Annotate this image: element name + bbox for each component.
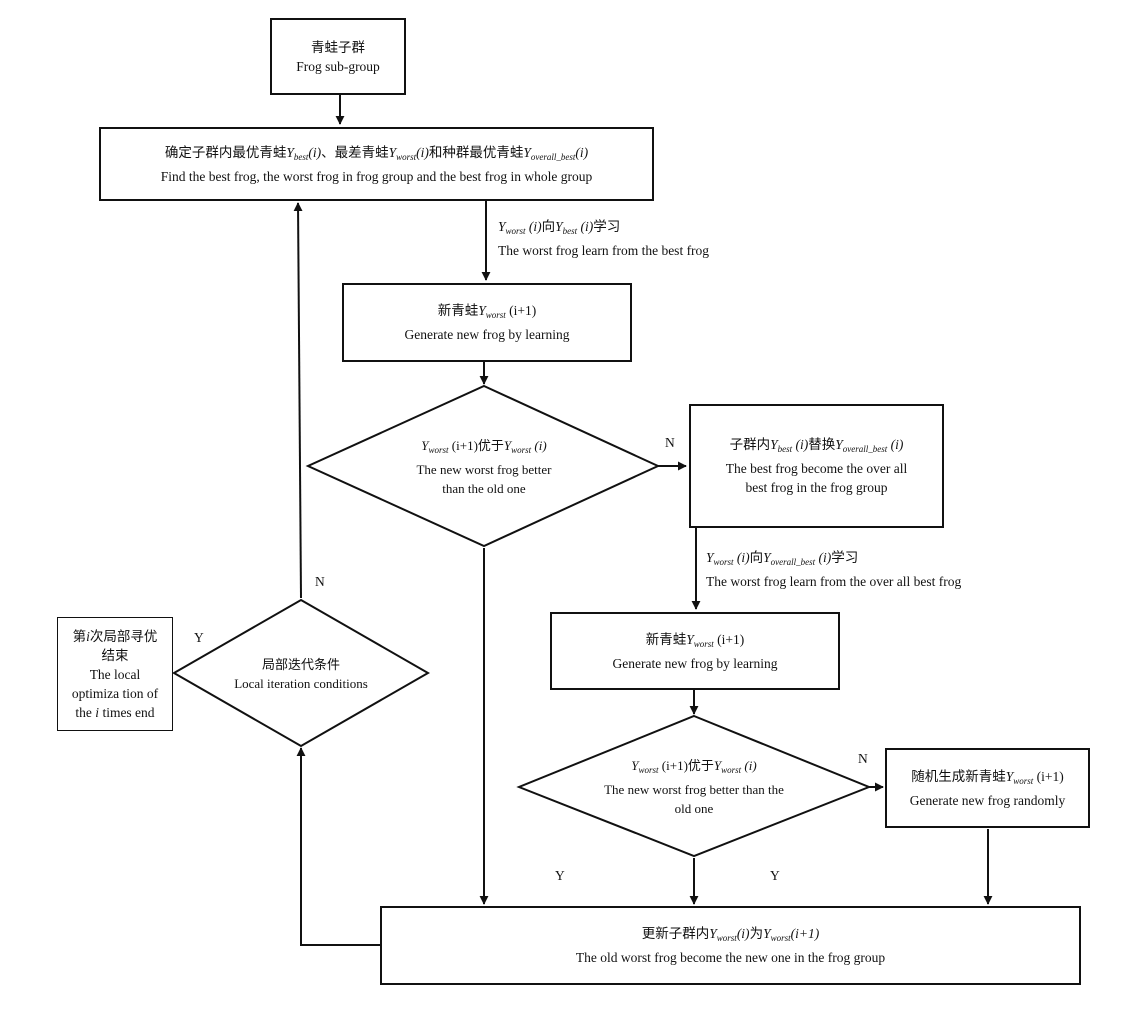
learn-overall-zh: Yworst (i)向Yoverall_best (i)学习 — [706, 550, 859, 567]
local-end-en-2: optimiza tion of — [71, 685, 159, 701]
decision-2-en-2: old one — [674, 801, 714, 816]
update-subgroup-box: 更新子群内Yworst(i)为Yworst(i+1) The old worst… — [380, 906, 1081, 985]
decision-1-zh: Yworst (i+1)优于Yworst (i) — [421, 438, 547, 455]
decision-1-en-2: than the old one — [442, 481, 526, 496]
local-condition-diamond — [171, 598, 431, 748]
local-end-en-3: the i times end — [75, 704, 155, 720]
local-condition-en: Local iteration conditions — [234, 676, 368, 691]
replace-best-zh: 子群内Ybest (i)替换Yoverall_best (i) — [729, 437, 904, 454]
decision-diamond-1 — [305, 384, 661, 548]
decision-2-no-label: N — [858, 751, 868, 766]
decision-diamond-2 — [516, 714, 872, 858]
replace-best-box: 子群内Ybest (i)替换Yoverall_best (i) The best… — [689, 404, 944, 528]
learn-overall-label: Yworst (i)向Yoverall_best (i)学习 The worst… — [706, 548, 961, 592]
frog-subgroup-en: Frog sub-group — [296, 58, 380, 74]
replace-best-en-2: best frog in the frog group — [745, 480, 888, 495]
arrow-update-to-condition — [296, 747, 380, 946]
new-frog-1-en: Generate new frog by learning — [404, 327, 570, 342]
update-zh: 更新子群内Yworst(i)为Yworst(i+1) — [641, 926, 820, 943]
local-end-zh-2: 结束 — [101, 647, 129, 663]
local-condition-text: 局部迭代条件 Local iteration conditions — [200, 654, 402, 694]
decision-1-no-label: N — [665, 435, 675, 450]
local-end-zh-1: 第i次局部寻优 — [72, 628, 158, 644]
random-frog-box: 随机生成新青蛙Yworst (i+1) Generate new frog ra… — [885, 748, 1090, 828]
decision-2-text: Yworst (i+1)优于Yworst (i) The new worst f… — [568, 758, 820, 816]
new-frog-2-en: Generate new frog by learning — [612, 655, 778, 671]
decision-2-yes-label: Y — [770, 868, 780, 883]
new-frog-1-zh: 新青蛙Yworst (i+1) — [437, 303, 537, 320]
determine-en: Find the best frog, the worst frog in fr… — [160, 168, 593, 184]
learn-best-en: The worst frog learn from the best frog — [498, 243, 710, 258]
new-frog-box-2: 新青蛙Yworst (i+1) Generate new frog by lea… — [550, 612, 840, 690]
random-frog-zh: 随机生成新青蛙Yworst (i+1) — [911, 768, 1064, 786]
frog-subgroup-box: 青蛙子群 Frog sub-group — [270, 18, 406, 95]
new-frog-box-1: 新青蛙Yworst (i+1) Generate new frog by lea… — [342, 283, 632, 362]
decision-1-yes-label: Y — [555, 868, 565, 883]
local-end-en-1: The local — [89, 666, 141, 682]
condition-yes-label: Y — [194, 630, 204, 645]
determine-frogs-box: 确定子群内最优青蛙Ybest(i)、最差青蛙Yworst(i)和种群最优青蛙Yo… — [99, 127, 654, 201]
decision-1-text: Yworst (i+1)优于Yworst (i) The new worst f… — [360, 438, 608, 496]
random-frog-en: Generate new frog randomly — [909, 792, 1066, 808]
learn-overall-en: The worst frog learn from the over all b… — [706, 574, 962, 589]
new-frog-2-zh: 新青蛙Yworst (i+1) — [645, 631, 745, 649]
learn-best-label: Yworst (i)向Ybest (i)学习 The worst frog le… — [498, 217, 709, 261]
decision-2-en-1: The new worst frog better than the — [604, 782, 784, 797]
learn-best-zh: Yworst (i)向Ybest (i)学习 — [498, 219, 621, 236]
replace-best-en-1: The best frog become the over all — [725, 461, 908, 476]
local-condition-zh: 局部迭代条件 — [261, 657, 340, 672]
condition-no-label: N — [315, 574, 325, 589]
determine-zh: 确定子群内最优青蛙Ybest(i)、最差青蛙Yworst(i)和种群最优青蛙Yo… — [164, 144, 589, 162]
decision-2-zh: Yworst (i+1)优于Yworst (i) — [631, 758, 757, 775]
arrow-condition-no — [293, 202, 303, 599]
update-en: The old worst frog become the new one in… — [575, 950, 886, 965]
decision-1-en-1: The new worst frog better — [416, 462, 552, 477]
local-search-end-box: 第i次局部寻优 结束 The local optimiza tion of th… — [57, 617, 173, 731]
frog-subgroup-zh: 青蛙子群 — [311, 39, 365, 55]
